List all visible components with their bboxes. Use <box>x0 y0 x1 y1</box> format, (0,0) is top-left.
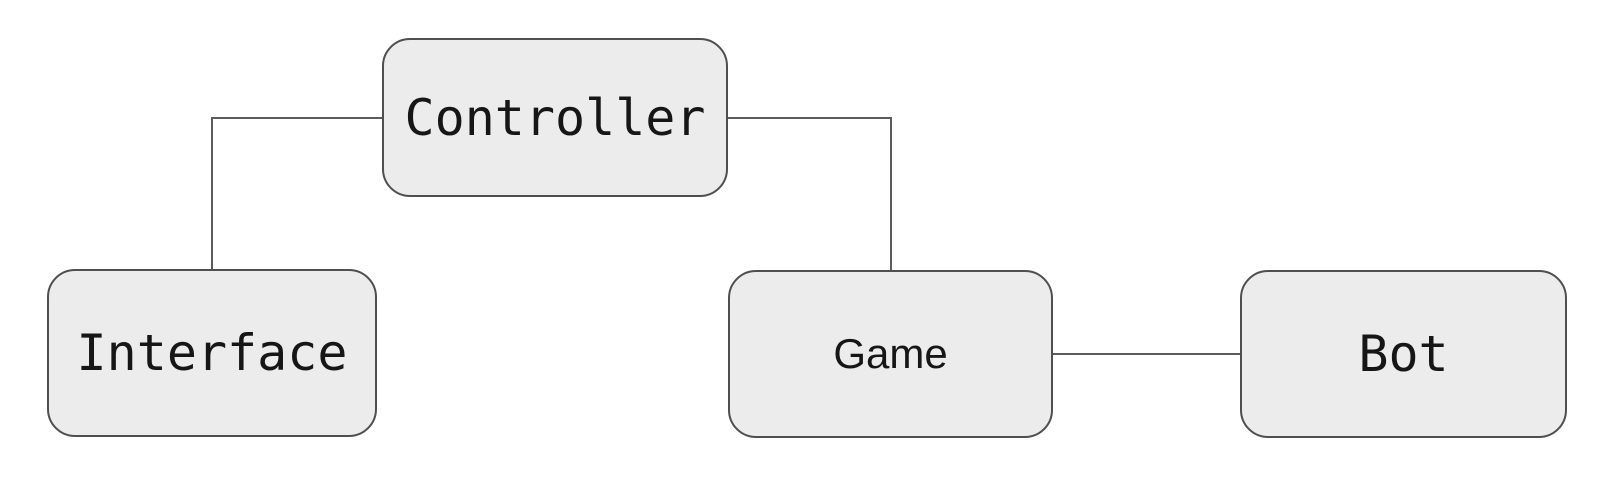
edge-controller-interface <box>211 117 382 269</box>
node-interface-label: Interface <box>76 324 348 382</box>
node-controller-label: Controller <box>404 88 706 147</box>
node-interface: Interface <box>47 269 377 437</box>
edge-controller-game <box>728 117 892 270</box>
node-game-label: Game <box>833 330 948 377</box>
node-bot: Bot <box>1240 270 1567 438</box>
node-game: Game <box>728 270 1053 438</box>
node-bot-label: Bot <box>1358 325 1449 383</box>
node-controller: Controller <box>382 38 728 197</box>
